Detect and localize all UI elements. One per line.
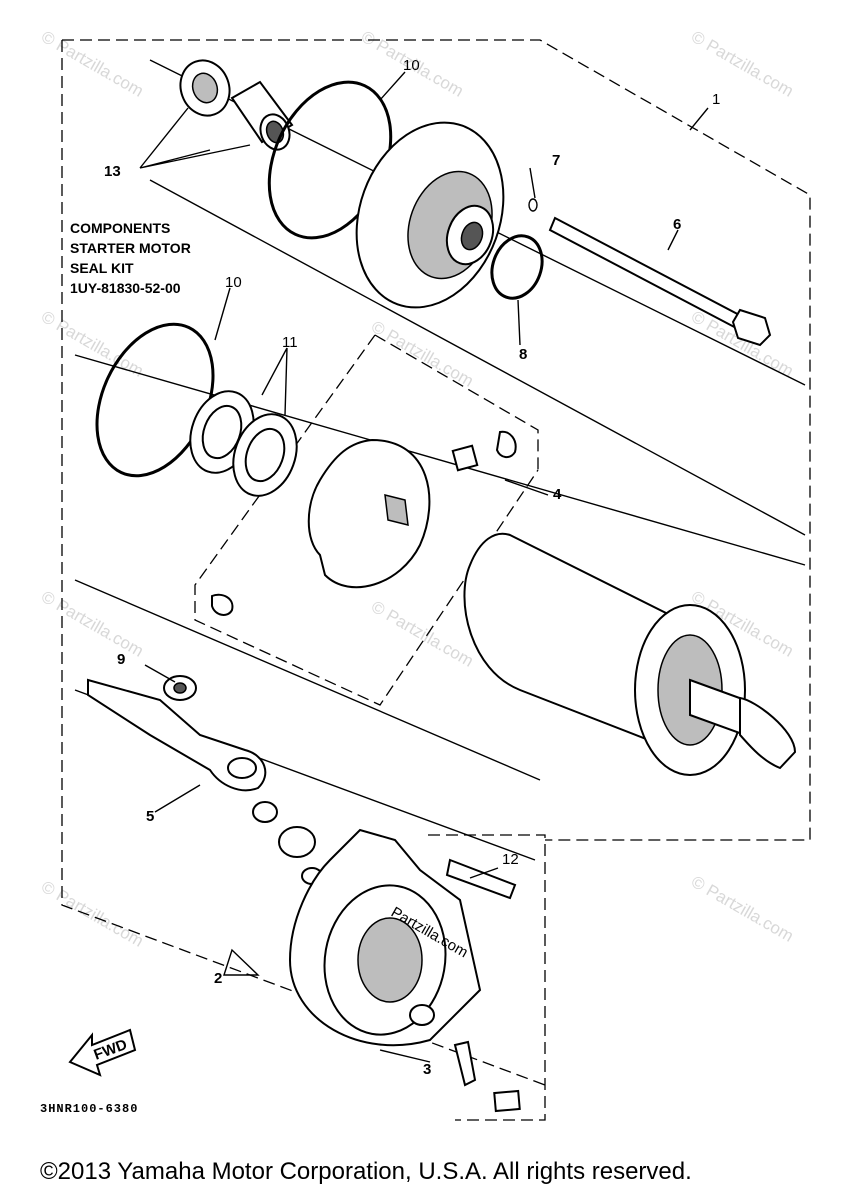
fwd-arrow: FWD <box>68 1028 137 1077</box>
callout-12: 12 <box>502 851 519 868</box>
watermark-7: © Partzilla.com <box>38 587 147 661</box>
copyright-notice: ©2013 Yamaha Motor Corporation, U.S.A. A… <box>40 1158 692 1185</box>
oil-seal-and-bearing <box>179 59 294 151</box>
washers <box>189 390 298 497</box>
callout-10-upper: 10 <box>403 57 420 74</box>
callout-2: 2 <box>214 970 222 987</box>
watermark-10: © Partzilla.com <box>38 877 147 951</box>
small-o-ring <box>528 198 538 212</box>
brush-plate <box>211 430 517 616</box>
callout-10-lower: 10 <box>225 274 242 291</box>
watermark-11: © Partzilla.com <box>688 872 797 946</box>
bolt-bracket <box>428 834 546 1121</box>
drawing-number: 3HNR100-6380 <box>40 1102 139 1116</box>
nut-and-lead <box>87 675 267 792</box>
components-box: COMPONENTS STARTER MOTOR SEAL KIT 1UY-81… <box>70 218 191 298</box>
callout-9: 9 <box>117 651 125 668</box>
watermark-3: © Partzilla.com <box>688 27 797 101</box>
callout-1: 1 <box>712 91 720 108</box>
rear-cover <box>252 801 521 1113</box>
callout-3: 3 <box>423 1061 431 1078</box>
callout-4: 4 <box>553 486 562 503</box>
o-ring-8 <box>490 234 544 300</box>
callout-5: 5 <box>146 808 154 825</box>
callout-11: 11 <box>282 334 298 351</box>
leader-lines <box>139 71 709 1063</box>
callout-7: 7 <box>552 152 560 169</box>
components-line-1: COMPONENTS <box>70 220 171 236</box>
callout-13: 13 <box>104 163 121 180</box>
components-line-3: SEAL KIT <box>70 260 134 276</box>
brush-holder-bracket <box>194 334 539 706</box>
through-bolt <box>548 216 772 347</box>
callout-labels: 1 2 3 4 5 6 7 8 9 10 10 11 12 13 <box>104 57 720 1078</box>
components-line-2: STARTER MOTOR <box>70 240 191 256</box>
components-line-4: 1UY-81830-52-00 <box>70 280 181 296</box>
callout-8: 8 <box>519 346 527 363</box>
front-cover <box>355 121 505 309</box>
watermark-1: © Partzilla.com <box>38 27 147 101</box>
yoke-housing <box>463 532 797 776</box>
watermark-8: © Partzilla.com <box>368 597 477 671</box>
callout-6: 6 <box>673 216 681 233</box>
